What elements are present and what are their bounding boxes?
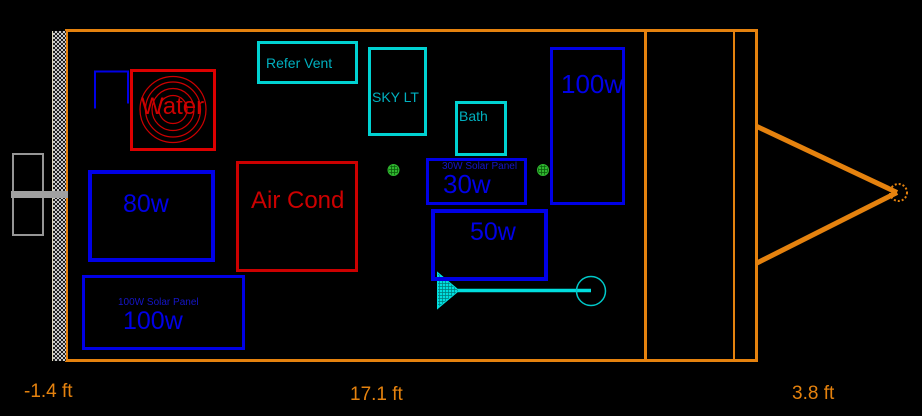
solar-panel-80w-box[interactable] bbox=[87, 170, 215, 262]
tongue-upper-bar bbox=[757, 127, 897, 193]
water-tank-circles bbox=[140, 77, 206, 143]
open-blue-outline bbox=[95, 72, 128, 109]
skylight-box[interactable] bbox=[368, 46, 427, 136]
bath-label: Bath bbox=[459, 108, 488, 124]
antenna-symbol[interactable] bbox=[438, 273, 606, 309]
air-cond-label: Air Cond bbox=[251, 187, 345, 214]
dim-tongue-length: 3.8 ft bbox=[792, 383, 835, 404]
trailer-tongue bbox=[757, 127, 907, 264]
refer-vent-box[interactable] bbox=[256, 41, 358, 84]
panel-100w-front-label: 100w bbox=[561, 69, 624, 99]
air-cond-box[interactable] bbox=[236, 161, 358, 272]
dim-rear-overhang: -1.4 ft bbox=[24, 381, 73, 402]
panel-30w-value: 30w bbox=[443, 169, 491, 199]
solar-panel-100w-rear-box[interactable] bbox=[81, 274, 245, 350]
panel-100w-rear-title: 100W Solar Panel bbox=[118, 297, 199, 308]
skylight-label: SKY LT bbox=[372, 89, 419, 105]
panel-80w-label: 80w bbox=[123, 190, 169, 218]
green-marker-dot-left[interactable] bbox=[388, 165, 399, 176]
panel-100w-rear-value: 100w bbox=[123, 307, 183, 335]
water-tank-box[interactable] bbox=[130, 68, 216, 151]
antenna-circle bbox=[577, 277, 606, 306]
solar-panel-30w-box[interactable] bbox=[425, 157, 527, 205]
panel-30w-title: 30W Solar Panel bbox=[442, 161, 518, 172]
dim-body-length: 17.1 ft bbox=[350, 384, 403, 405]
panel-50w-label: 50w bbox=[470, 218, 516, 246]
front-storage-line bbox=[733, 29, 735, 362]
tongue-lower-bar bbox=[757, 193, 897, 264]
bumper-bar bbox=[11, 190, 68, 198]
front-partition-line bbox=[643, 29, 647, 362]
hitch-coupler-circle bbox=[890, 184, 907, 201]
solar-panel-50w-box[interactable] bbox=[430, 209, 548, 281]
green-marker-dot-right[interactable] bbox=[538, 165, 549, 176]
water-label: Water bbox=[141, 93, 205, 120]
antenna-arrowhead bbox=[438, 273, 460, 309]
bath-vent-box[interactable] bbox=[455, 100, 507, 156]
refer-vent-label: Refer Vent bbox=[266, 55, 333, 71]
solar-panel-100w-front-box[interactable] bbox=[549, 46, 625, 205]
